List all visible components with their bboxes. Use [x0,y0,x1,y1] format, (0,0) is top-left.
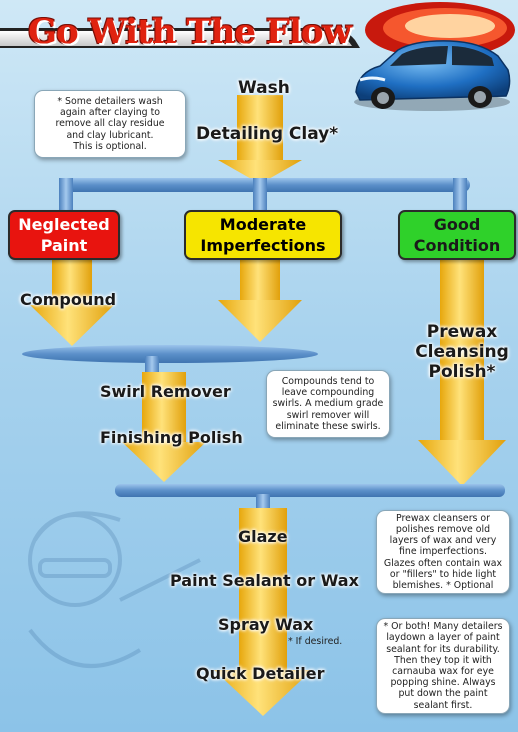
swoosh-graphic [365,2,515,58]
step-swirl-remover: Swirl Remover [100,382,231,401]
note-line: This is optional. [73,140,147,152]
note-line: * Some detailers wash [57,95,163,107]
good-line-1: Good [433,215,481,234]
note-prewax: Prewax cleansers or polishes remove old … [376,510,510,594]
note-line: and clay lubricant. [66,129,154,141]
condition-neglected-paint: Neglected Paint [8,210,120,260]
step-detailing-clay: Detailing Clay* [196,124,339,144]
arrow-bottom [214,508,312,716]
note-line: remove all clay residue [55,118,165,130]
note-line: Prewax cleansers or [395,512,491,524]
car-image [354,40,511,111]
note-clay: * Some detailers wash again after clayin… [34,90,186,158]
note-swirl: Compounds tend to leave compounding swir… [266,370,390,438]
mascot-graphic [28,511,201,668]
step-paint-sealant-or-wax: Paint Sealant or Wax [170,571,359,590]
step-glaze: Glaze [238,527,288,546]
condition-moderate-imperfections: Moderate Imperfections [184,210,342,260]
step-spray-wax: Spray Wax [218,615,314,634]
note-line: swirl remover will [286,409,370,421]
prewax-line-2: Cleansing [415,342,509,362]
note-line: or "fillers" to hide light [389,568,497,580]
note-line: Compounds tend to [281,375,375,387]
note-line: layers of wax and very [389,535,497,547]
note-sealant: * Or both! Many detailers laydown a laye… [376,618,510,714]
spray-wax-note: * If desired. [288,636,343,647]
good-line-2: Condition [413,236,501,255]
note-line: laydown a layer of paint [386,632,500,644]
page-title: Go With The Flow [28,12,352,52]
note-line: eliminate these swirls. [275,420,381,432]
condition-good: Good Condition [398,210,516,260]
prewax-line-1: Prewax [426,322,498,342]
note-line: popping shine. Always [390,677,496,689]
note-line: polishes remove old [395,523,491,535]
note-line: put down the paint [398,688,488,700]
note-line: leave compounding [281,387,375,399]
note-line: again after claying to [59,107,161,119]
step-quick-detailer: Quick Detailer [196,664,325,683]
note-line: sealant for its durability. [386,643,500,655]
arrow-right [418,255,506,486]
note-line: sealant first. [413,699,473,711]
note-line: blemishes. * Optional [392,580,494,591]
arrow-top [218,95,302,184]
note-line: fine imperfections. [399,546,487,558]
note-line: swirls. A medium grade [272,398,384,410]
note-line: Glazes often contain wax [383,557,503,569]
note-line: * Or both! Many detailers [383,621,503,633]
arrow-polish [122,372,206,482]
neglected-line-2: Paint [40,236,88,255]
moderate-line-2: Imperfections [200,236,326,255]
arrow-middle [218,255,302,342]
pipe-distribution [59,178,470,210]
note-line: Then they top it with [394,654,492,666]
title-bar [0,28,360,48]
note-line: carnauba wax for eye [392,666,494,677]
step-wash: Wash [238,78,290,98]
prewax-line-3: Polish* [428,362,496,382]
step-compound: Compound [20,290,117,309]
step-prewax-cleansing-polish: Prewax Cleansing Polish* [412,322,512,382]
arrow-left [30,255,114,346]
step-finishing-polish: Finishing Polish [100,428,243,447]
neglected-line-1: Neglected [18,215,110,234]
pipe-merge-2 [115,484,505,510]
moderate-line-1: Moderate [219,215,307,234]
